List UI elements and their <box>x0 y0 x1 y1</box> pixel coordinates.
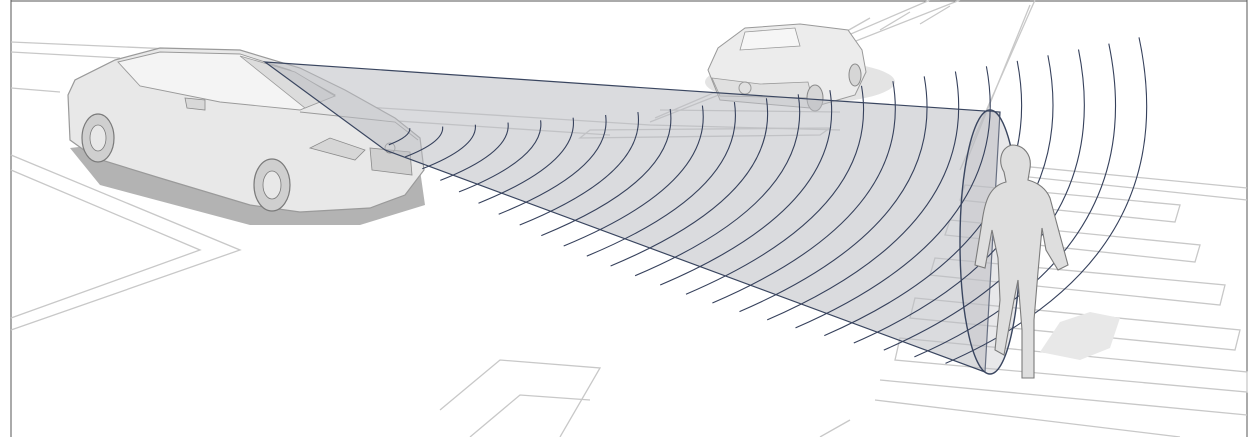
pedestrian-shadow <box>1040 312 1120 360</box>
